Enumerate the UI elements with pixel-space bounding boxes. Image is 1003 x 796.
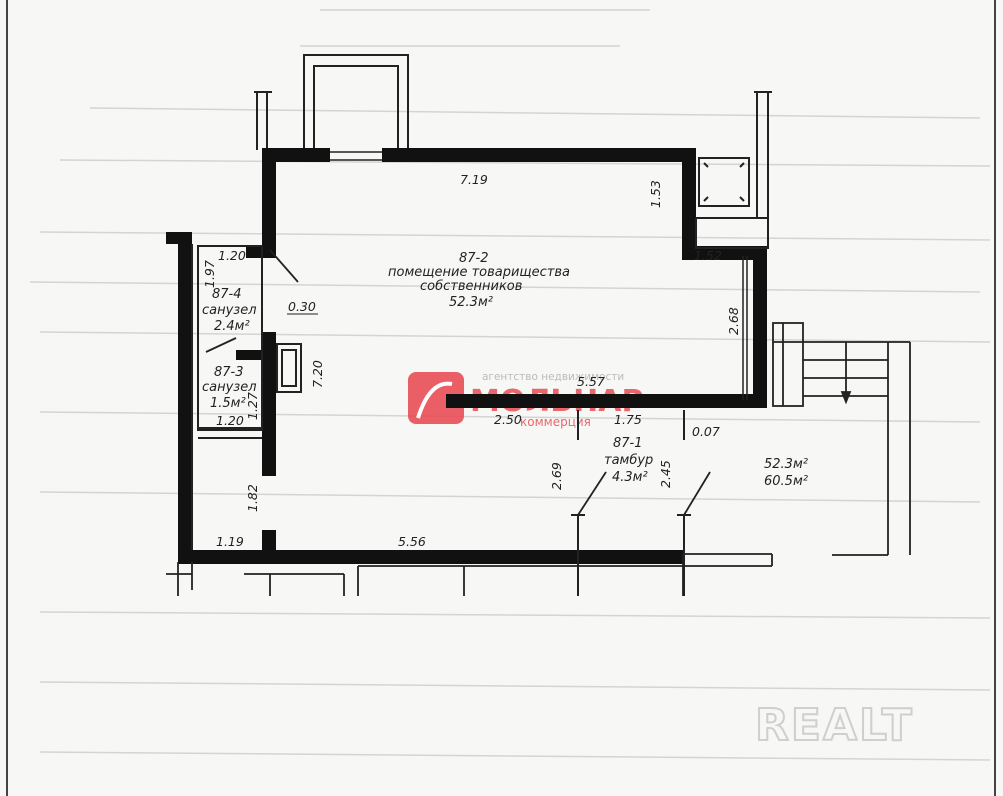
total-area-2: 60.5м² (764, 474, 808, 489)
dim-1-97: 1.97 (202, 260, 217, 288)
room-87-2-name-1: помещение товарищества (388, 265, 570, 280)
dim-1-53: 1.53 (648, 180, 663, 208)
room-87-3-number: 87-3 (214, 365, 244, 380)
dimension-labels: 7.19 1.53 1.52 2.68 5.57 2.50 1.75 0.07 … (202, 172, 741, 549)
agency-caption: агентство недвижимости (482, 371, 624, 383)
room-87-1-area: 4.3м² (612, 470, 648, 485)
right-column (695, 91, 772, 249)
room-87-3-area: 1.5м² (210, 396, 246, 411)
dim-2-69: 2.69 (549, 462, 564, 490)
dim-1-75: 1.75 (614, 412, 642, 427)
total-area-1: 52.3м² (764, 457, 808, 472)
dim-1-19: 1.19 (216, 534, 244, 549)
room-87-2-name-2: собственников (420, 279, 522, 294)
dim-1-27: 1.27 (245, 392, 260, 420)
room-87-4-name: санузел (202, 303, 257, 318)
dim-7-19: 7.19 (460, 172, 488, 187)
dim-5-57: 5.57 (577, 374, 605, 389)
dim-0-07: 0.07 (692, 424, 720, 439)
room-87-2-label: 87-2 помещение товарищества собственнико… (388, 251, 570, 310)
dim-7-20: 7.20 (310, 360, 325, 388)
vent-shaft (276, 343, 302, 393)
thin-partitions (191, 244, 263, 550)
dim-5-56: 5.56 (398, 534, 426, 549)
room-87-1-label: 87-1 тамбур 4.3м² (604, 436, 653, 485)
room-87-4-area: 2.4м² (214, 319, 250, 334)
room-87-1-name: тамбур (604, 453, 653, 468)
upper-left-stub (254, 91, 272, 150)
doors (205, 249, 711, 516)
walls (166, 148, 767, 564)
agency-watermark: агентство недвижимости МОЛЬНАР коммерция (408, 371, 643, 429)
dim-2-68: 2.68 (726, 307, 741, 335)
stair (772, 322, 911, 555)
room-87-2-area: 52.3м² (449, 295, 493, 310)
room-87-1-number: 87-1 (613, 436, 643, 451)
room-87-3-name: санузел (202, 380, 257, 395)
total-areas: 52.3м² 60.5м² (764, 457, 808, 489)
dim-1-82: 1.82 (245, 484, 260, 512)
room-87-4-number: 87-4 (212, 287, 242, 302)
dim-2-45: 2.45 (658, 460, 673, 488)
dim-1-20-bottom: 1.20 (216, 413, 244, 428)
right-window (742, 256, 748, 400)
dim-1-52: 1.52 (694, 248, 722, 263)
agency-logo-mark (416, 381, 453, 419)
dim-1-20-top: 1.20 (218, 248, 246, 263)
lower-structure (166, 553, 888, 596)
realt-watermark: REALT (755, 700, 914, 751)
room-87-2-number: 87-2 (459, 251, 489, 266)
dim-0-30: 0.30 (288, 299, 316, 314)
room-87-3-label: 87-3 санузел 1.5м² (202, 365, 257, 411)
room-87-4-label: 87-4 санузел 2.4м² (202, 287, 257, 334)
tambur-walls (571, 410, 691, 596)
agency-sub: коммерция (520, 415, 591, 429)
top-niche (303, 54, 409, 161)
dim-2-50: 2.50 (494, 412, 522, 427)
background-scan-lines (29, 9, 991, 761)
